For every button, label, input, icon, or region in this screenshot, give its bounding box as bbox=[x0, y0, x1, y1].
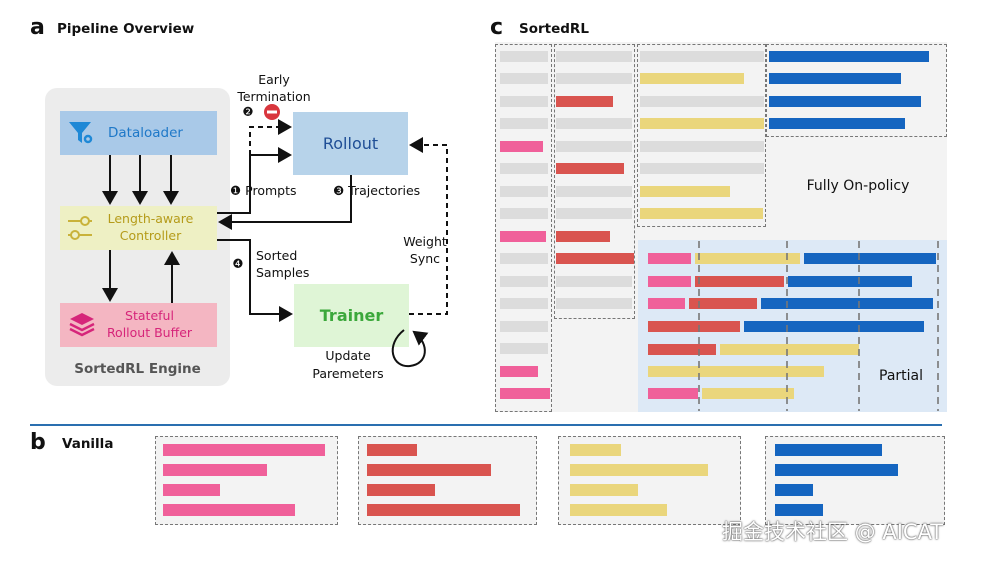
prompts-label: ❶ Prompts bbox=[230, 183, 297, 198]
yellow-sample-bar bbox=[640, 186, 730, 197]
weight-sync-line2: Sync bbox=[409, 251, 441, 266]
trainer-box: Trainer bbox=[294, 284, 409, 347]
yellow-vanilla-bar bbox=[570, 504, 667, 516]
watermark-text: 掘金技术社区 @ AICAT bbox=[722, 520, 944, 544]
yellow-vanilla-bar bbox=[570, 444, 621, 456]
blue-sample-bar bbox=[769, 73, 901, 84]
red-sample-bar bbox=[556, 163, 624, 174]
buffer-label-line1: Stateful bbox=[125, 308, 174, 324]
yellow-sample-bar bbox=[640, 73, 744, 84]
yellow-vanilla-bar bbox=[570, 464, 708, 476]
yellow-sample-bar bbox=[640, 208, 763, 219]
engine-label: SortedRL Engine bbox=[74, 361, 201, 377]
vanilla-batch-2 bbox=[358, 436, 537, 525]
layers-icon bbox=[69, 313, 95, 337]
red-vanilla-bar bbox=[367, 504, 520, 516]
pink-partial-bar bbox=[648, 276, 691, 287]
blue-partial-bar bbox=[804, 253, 936, 264]
stateful-rollout-buffer-box: Stateful Rollout Buffer bbox=[60, 303, 217, 347]
pink-vanilla-bar bbox=[163, 484, 220, 496]
pink-partial-bar bbox=[648, 253, 691, 264]
yellow-sample-bar bbox=[640, 118, 764, 129]
yellow-vanilla-bar bbox=[570, 484, 638, 496]
vanilla-batch-1 bbox=[155, 436, 338, 525]
panel-c-title: SortedRL bbox=[519, 21, 589, 37]
funnel-gear-icon bbox=[69, 122, 94, 145]
sorted-samples-line1: Sorted bbox=[256, 248, 298, 263]
fully-on-policy-label: Fully On-policy bbox=[806, 178, 910, 194]
blue-vanilla-bar bbox=[775, 444, 882, 456]
blue-partial-bar bbox=[788, 276, 912, 287]
sorted-samples-line2: Samples bbox=[256, 265, 310, 280]
pink-vanilla-bar bbox=[163, 444, 325, 456]
trajectories-label: ❸ Trajectories bbox=[333, 183, 421, 198]
rollout-label: Rollout bbox=[322, 134, 379, 153]
buffer-label-line2: Rollout Buffer bbox=[106, 325, 193, 340]
trainer-label: Trainer bbox=[319, 306, 384, 325]
vanilla-batch-4 bbox=[765, 436, 945, 525]
red-vanilla-bar bbox=[367, 444, 417, 456]
panel-b-title: Vanilla bbox=[62, 436, 114, 452]
sortedrl-batch-4 bbox=[766, 44, 947, 137]
red-partial-bar bbox=[695, 276, 784, 287]
yellow-partial-bar bbox=[648, 366, 824, 377]
panel-b-letter: b bbox=[30, 430, 46, 455]
panel-a-title: Pipeline Overview bbox=[57, 21, 195, 37]
blue-vanilla-bar bbox=[775, 504, 823, 516]
sliders-icon bbox=[68, 216, 92, 240]
blue-sample-bar bbox=[769, 51, 929, 62]
weight-sync-line1: Weight bbox=[403, 234, 447, 249]
red-vanilla-bar bbox=[367, 484, 435, 496]
yellow-partial-bar bbox=[702, 388, 794, 399]
panel-c-letter: c bbox=[490, 15, 504, 40]
partial-label: Partial bbox=[879, 368, 923, 384]
update-parameters-line1: Update bbox=[325, 348, 371, 363]
pink-sample-bar bbox=[500, 231, 546, 242]
blue-sample-bar bbox=[769, 96, 921, 107]
update-parameters-line2: Paremeters bbox=[312, 366, 384, 381]
controller-label-line1: Length-aware bbox=[107, 211, 194, 227]
blue-vanilla-bar bbox=[775, 484, 813, 496]
dataloader-box: Dataloader bbox=[60, 111, 217, 155]
pink-sample-bar bbox=[500, 388, 550, 399]
sortedrl-batch-2 bbox=[554, 44, 635, 319]
length-aware-controller-box: Length-aware Controller bbox=[60, 206, 217, 250]
yellow-partial-bar bbox=[720, 344, 859, 355]
step-2-marker: ❷ bbox=[242, 104, 254, 119]
pink-sample-bar bbox=[500, 141, 543, 152]
section-divider bbox=[30, 424, 942, 426]
red-partial-bar bbox=[648, 321, 740, 332]
blue-sample-bar bbox=[769, 118, 905, 129]
yellow-partial-bar bbox=[695, 253, 800, 264]
blue-vanilla-bar bbox=[775, 464, 898, 476]
pink-vanilla-bar bbox=[163, 504, 295, 516]
panel-a-letter: a bbox=[30, 15, 45, 40]
controller-label-line2: Controller bbox=[119, 228, 182, 243]
red-partial-bar bbox=[689, 298, 757, 309]
pink-partial-bar bbox=[648, 298, 685, 309]
sortedrl-batch-3 bbox=[637, 44, 766, 227]
step-4-marker: ❹ bbox=[232, 256, 244, 271]
red-sample-bar bbox=[556, 231, 610, 242]
red-sample-bar bbox=[556, 253, 634, 264]
early-termination-line2: Termination bbox=[237, 89, 311, 104]
pink-vanilla-bar bbox=[163, 464, 267, 476]
red-sample-bar bbox=[556, 96, 613, 107]
red-partial-bar bbox=[648, 344, 716, 355]
blue-partial-bar bbox=[761, 298, 933, 309]
blue-partial-bar bbox=[744, 321, 924, 332]
early-termination-line1: Early bbox=[258, 72, 290, 87]
red-vanilla-bar bbox=[367, 464, 491, 476]
sortedrl-batch-1 bbox=[495, 44, 552, 412]
vanilla-batch-3 bbox=[558, 436, 741, 525]
pink-partial-bar bbox=[648, 388, 698, 399]
dataloader-label: Dataloader bbox=[108, 125, 183, 141]
pink-sample-bar bbox=[500, 366, 538, 377]
rollout-box: Rollout bbox=[293, 112, 408, 175]
